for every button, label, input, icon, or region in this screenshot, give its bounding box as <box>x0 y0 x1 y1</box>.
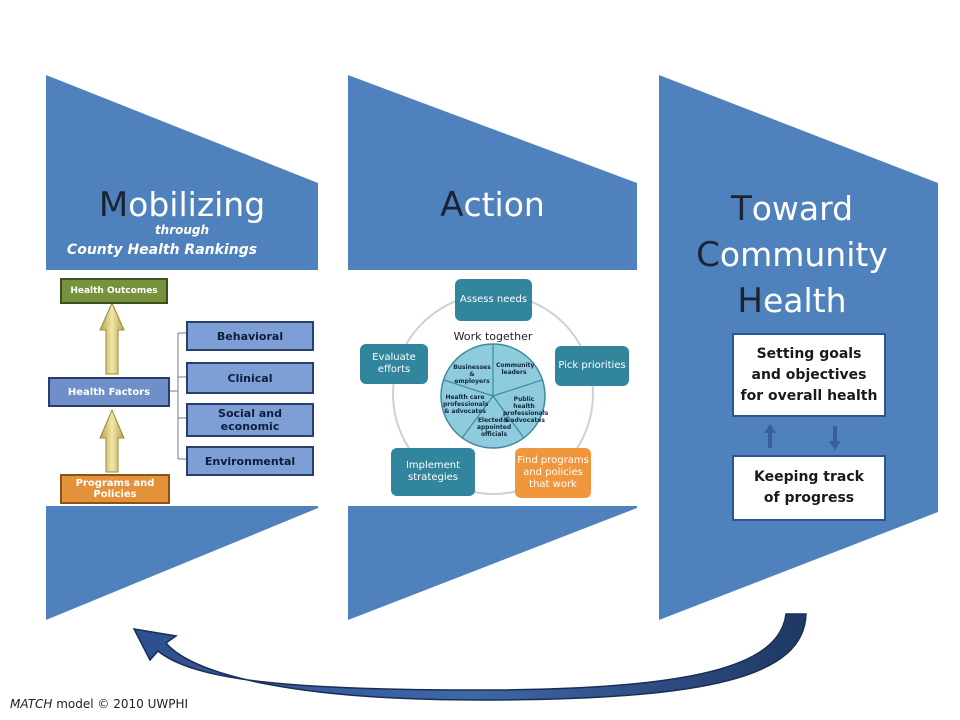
work-together-label: Work together <box>453 330 533 343</box>
heading-action-rest: ction <box>463 185 545 224</box>
heading-health-initial: H <box>737 281 763 321</box>
arrow-down-icon <box>829 426 841 450</box>
step-implement-strategies: Implement strategies <box>391 448 475 496</box>
partner-community-leaders: Community leaders <box>496 362 535 376</box>
factor-social-economic-box: Social and economic <box>186 403 314 437</box>
heading-action-initial: A <box>440 185 464 225</box>
partner-elected-officials: Elected & appointed officials <box>476 417 512 438</box>
step-evaluate-efforts: Evaluate efforts <box>360 344 428 384</box>
track-progress-box: Keeping track of progress <box>732 455 886 521</box>
heading-mobilizing: Mobilizing <box>46 185 318 225</box>
step-find-programs: Find programs and policies that work <box>515 448 591 498</box>
heading-toward-community-health: Toward Community Health <box>672 186 912 324</box>
goals-objectives-box: Setting goals and objectives for overall… <box>732 333 886 417</box>
partner-dividers <box>443 344 543 439</box>
heading-line-toward: Toward <box>672 186 912 232</box>
footer-rest: model © 2010 UWPHI <box>52 697 189 711</box>
step-assess-needs: Assess needs <box>455 279 532 321</box>
programs-policies-box: Programs and Policies <box>60 474 170 504</box>
up-arrow-bottom-icon <box>99 408 125 473</box>
factor-clinical-box: Clinical <box>186 362 314 394</box>
health-outcomes-box: Health Outcomes <box>60 278 168 304</box>
heading-action: Action <box>348 185 637 225</box>
step-pick-priorities: Pick priorities <box>555 346 629 386</box>
heading-mobilizing-initial: M <box>98 185 129 225</box>
return-arrow-icon <box>132 613 807 701</box>
arrow-up-icon <box>764 424 776 448</box>
factor-behavioral-box: Behavioral <box>186 321 314 351</box>
partner-public-health: Public health professionals & advocates <box>503 396 549 424</box>
up-arrow-top-icon <box>99 301 125 375</box>
heading-line-health: Health <box>672 278 912 324</box>
heading-health-rest: ealth <box>763 281 847 320</box>
footer-match: MATCH <box>10 697 53 711</box>
through-label: through <box>154 223 210 237</box>
partner-health-care: Health care professionals & advocates <box>443 394 489 415</box>
health-factors-box: Health Factors <box>48 377 170 407</box>
copyright-footer: MATCH model © 2010 UWPHI <box>10 697 188 711</box>
heading-community-rest: ommunity <box>719 235 888 274</box>
factor-environmental-box: Environmental <box>186 446 314 476</box>
heading-line-community: Community <box>672 232 912 278</box>
heading-community-initial: C <box>696 235 720 275</box>
heading-toward-rest: oward <box>751 189 854 228</box>
partner-businesses: Businesses & employers <box>453 364 491 385</box>
heading-toward-initial: T <box>730 189 752 229</box>
heading-mobilizing-rest: obilizing <box>128 185 266 224</box>
county-health-rankings-label: County Health Rankings <box>66 242 258 258</box>
